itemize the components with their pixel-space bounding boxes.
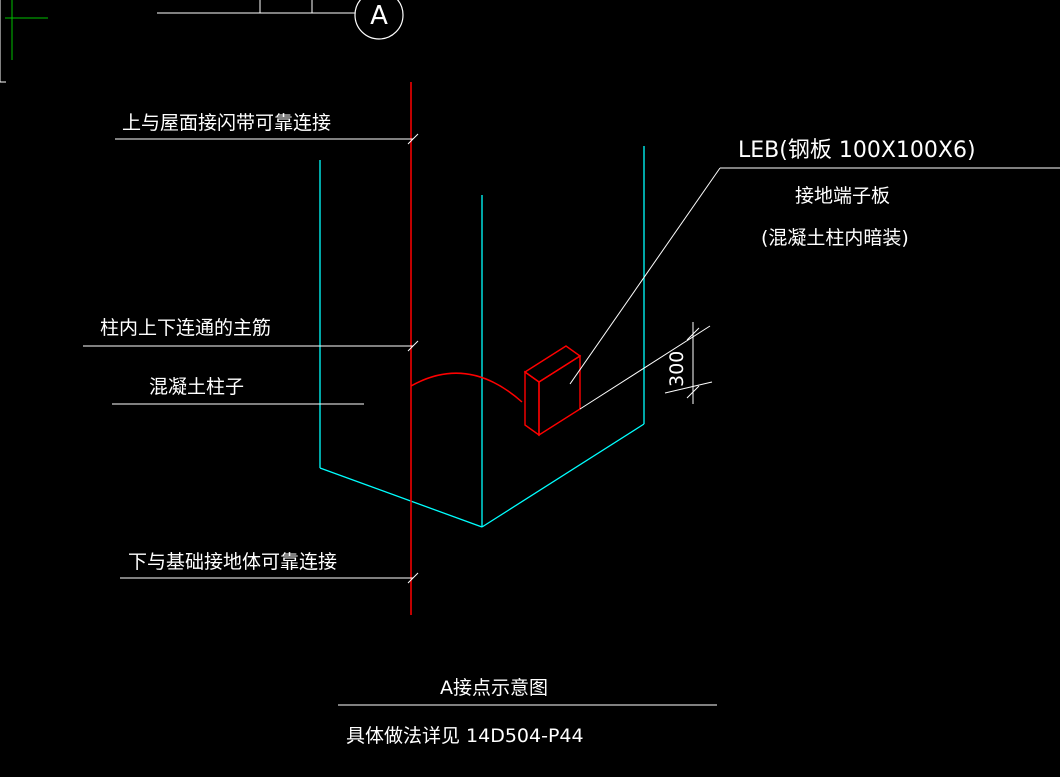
axis-marker-circle	[354, 0, 404, 40]
label-concrete-column: 混凝土柱子	[149, 376, 244, 398]
leb-plate	[523, 345, 582, 437]
label-leb-note: (混凝土柱内暗装)	[761, 227, 909, 249]
dimension-300	[579, 322, 713, 410]
annotation-leaders	[83, 133, 419, 584]
axis-marker-label: A	[370, 1, 388, 31]
label-bottom-connection: 下与基础接地体可靠连接	[128, 551, 337, 573]
concrete-column-outline	[319, 146, 645, 528]
parent-drawing-fragment	[0, 0, 355, 83]
dimension-text: 300	[666, 351, 688, 387]
bonding-conductor-arc	[410, 372, 523, 403]
main-rebar	[410, 82, 523, 615]
green-axis-line	[5, 0, 48, 60]
label-leb-title: LEB(钢板 100X100X6)	[738, 138, 976, 163]
caption-title: A接点示意图	[440, 677, 548, 699]
label-leb-name: 接地端子板	[795, 185, 890, 207]
label-rebar: 柱内上下连通的主筋	[100, 317, 271, 339]
caption-reference: 具体做法详见 14D504-P44	[346, 725, 584, 747]
label-top-connection: 上与屋面接闪带可靠连接	[122, 112, 331, 134]
axis-marker-a: A	[354, 0, 404, 40]
leb-leader	[569, 167, 1060, 385]
